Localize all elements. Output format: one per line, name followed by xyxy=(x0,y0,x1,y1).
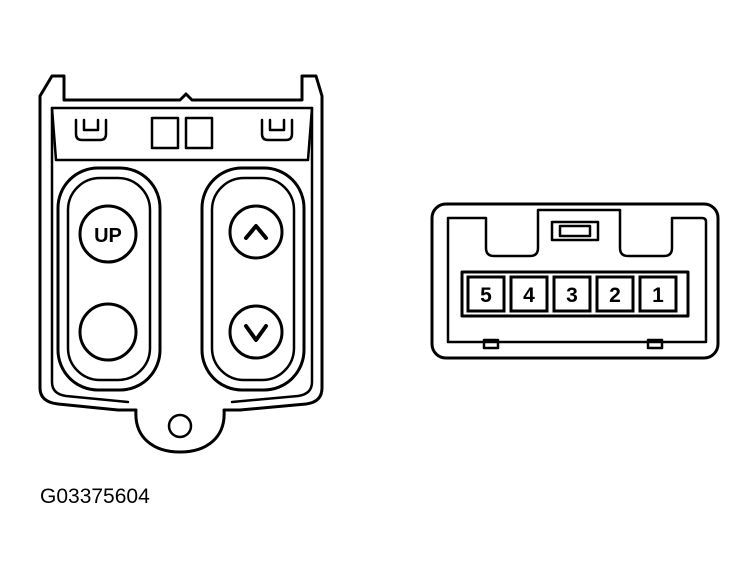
right-button-bay-inner xyxy=(210,176,296,382)
pin-label: 5 xyxy=(480,284,492,307)
pin-label: 3 xyxy=(566,284,578,307)
left-clip xyxy=(74,118,108,142)
chevron-up-icon xyxy=(244,224,268,240)
connector-nub-left xyxy=(482,338,500,350)
right-clip xyxy=(260,118,294,142)
blank-button[interactable] xyxy=(78,302,138,362)
left-button-bay-outer xyxy=(56,166,162,392)
pin-label: 1 xyxy=(652,284,664,307)
pin-3: 3 xyxy=(552,275,592,313)
up-arrow-button[interactable] xyxy=(228,204,284,260)
pin-1: 1 xyxy=(638,275,678,313)
chevron-down-icon xyxy=(244,324,268,342)
left-button-bay-inner xyxy=(66,176,152,382)
figure-id-caption: G03375604 xyxy=(40,485,150,508)
connector-latch xyxy=(550,220,600,242)
connector-shell xyxy=(430,202,720,360)
switch-housing-inner-wall xyxy=(50,106,314,404)
up-button[interactable]: UP xyxy=(78,204,138,264)
down-arrow-button[interactable] xyxy=(228,304,284,360)
center-tab-left xyxy=(150,116,180,150)
pin-label: 2 xyxy=(609,284,621,307)
switch-top-panel xyxy=(50,106,314,162)
connector-inner-profile xyxy=(446,208,708,344)
up-button-label: UP xyxy=(94,225,122,247)
switch-assembly xyxy=(38,74,324,454)
pin-frame xyxy=(460,270,690,318)
mounting-hole xyxy=(167,413,193,439)
center-tab-right xyxy=(184,116,214,150)
pin-4: 4 xyxy=(509,275,549,313)
pin-2: 2 xyxy=(595,275,635,313)
pin-5: 5 xyxy=(466,275,506,313)
switch-housing-outline xyxy=(38,74,324,454)
right-button-bay-outer xyxy=(200,166,306,392)
connector-nub-right xyxy=(646,338,664,350)
pin-label: 4 xyxy=(523,284,535,307)
connector xyxy=(430,202,720,360)
pin-row: 5 4 3 2 1 xyxy=(466,275,678,313)
